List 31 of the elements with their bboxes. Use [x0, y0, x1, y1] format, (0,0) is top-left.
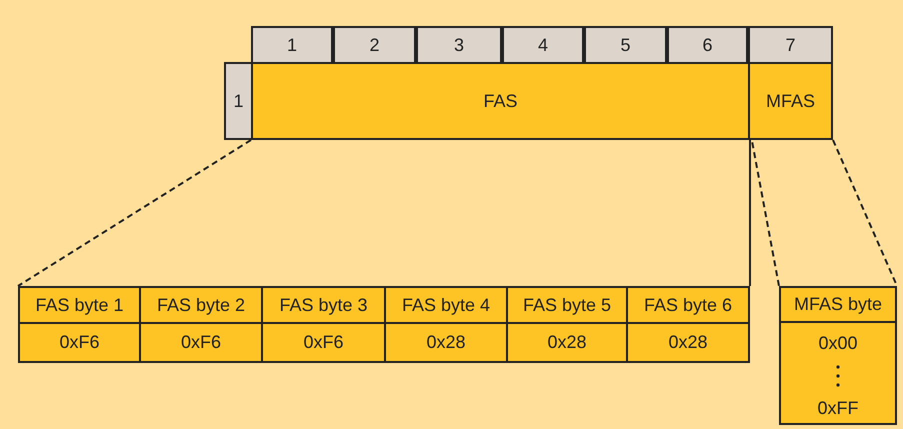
byte-value-label: 0x28: [425, 331, 467, 354]
byte-value-label: 0xF6: [180, 331, 222, 354]
row-number-cell: 1: [224, 62, 253, 140]
byte-value-label: 0xFF: [816, 398, 860, 420]
byte-value-label: 0xF6: [58, 331, 101, 354]
frame-field-box: FAS: [251, 62, 750, 140]
dashed-zoom-line: [832, 140, 898, 286]
dashed-zoom-line: [17, 139, 252, 287]
byte-value-label: 0x28: [667, 331, 709, 354]
dashed-zoom-line: [751, 142, 780, 286]
byte-column: [506, 286, 628, 363]
byte-name-label: MFAS byte: [781, 288, 895, 323]
byte-column: [384, 286, 508, 363]
byte-name-label: FAS byte 6: [628, 288, 748, 324]
byte-column: [261, 286, 386, 363]
column-number-cell: 2: [333, 26, 416, 64]
frame-field-box: MFAS: [748, 62, 833, 140]
column-number-cell: 4: [502, 26, 584, 64]
byte-column: [626, 286, 750, 363]
column-number-cell: 3: [416, 26, 502, 64]
byte-value-label: 0x00: [817, 332, 859, 354]
zoom-line: [749, 140, 751, 286]
byte-range-column: [779, 286, 897, 425]
column-number-cell: 1: [251, 26, 333, 64]
column-number-cell: 7: [748, 26, 833, 64]
column-number-cell: 6: [667, 26, 748, 64]
byte-column: [18, 286, 141, 363]
column-number-cell: 5: [584, 26, 667, 64]
byte-value-label: 0x28: [546, 331, 588, 354]
byte-column: [139, 286, 263, 363]
byte-value-label: 0xF6: [302, 331, 345, 354]
